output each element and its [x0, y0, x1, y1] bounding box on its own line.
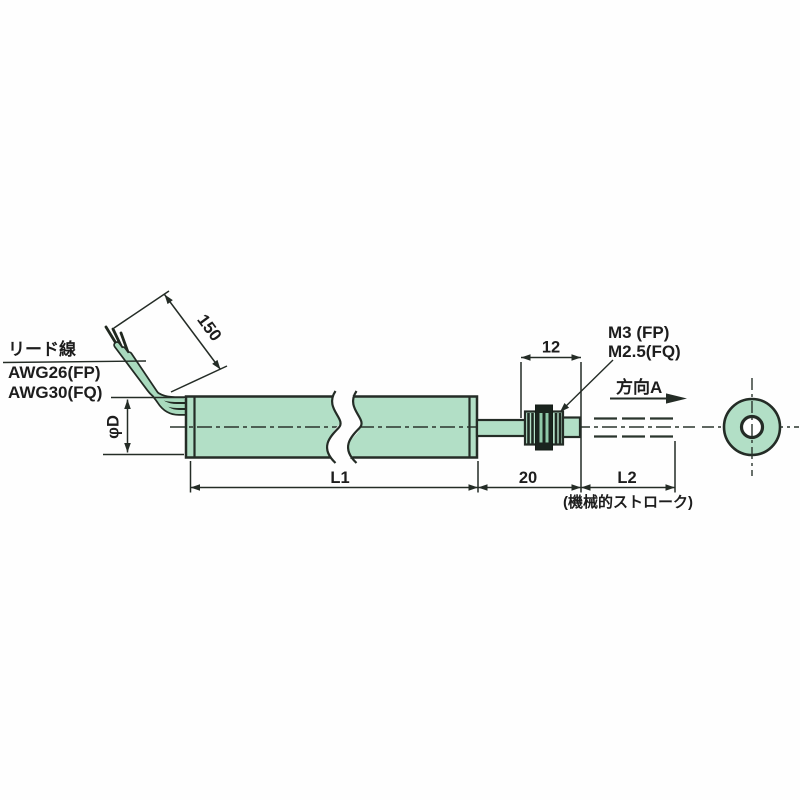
dim-diameter-label: φD [105, 415, 123, 439]
nut-highlight [539, 413, 543, 443]
end-view [702, 378, 799, 476]
dim-wire-length: 150 [113, 290, 228, 393]
stroke-phantom-lines [594, 417, 675, 438]
dim-body-length-label: L1 [330, 469, 349, 487]
direction-callout: 方向A [610, 377, 687, 404]
dim-shaft-length-label: 20 [519, 469, 537, 487]
shaft [475, 418, 527, 438]
dim-thread-length: 12 [520, 339, 582, 493]
break-symbol [325, 385, 363, 470]
lead-wire-callout: リード線 AWG26(FP) AWG30(FQ) [2, 339, 147, 402]
break-curve-left [325, 390, 342, 464]
nut-highlight [545, 413, 549, 443]
thread-spec-fp-label: M3 (FP) [608, 323, 669, 342]
wire-core [127, 353, 194, 414]
shaft-tip [561, 416, 582, 439]
stroke-note-label: (機械的ストローク) [563, 493, 693, 511]
leader-line [2, 360, 147, 364]
hex-nut [535, 404, 553, 451]
dim-stroke-length-label: L2 [617, 469, 636, 487]
thread-spec-fq-label: M2.5(FQ) [608, 342, 681, 361]
break-curve-right [346, 390, 363, 464]
probe-shaft-assembly [475, 404, 582, 451]
leader-line [559, 359, 614, 413]
lead-wires [104, 325, 196, 416]
dim-diameter: φD [103, 396, 184, 456]
dim-thread-length-label: 12 [542, 339, 560, 357]
dimension-line [163, 294, 222, 370]
direction-arrow-head [666, 393, 687, 404]
lead-wire-label: リード線 [8, 339, 76, 359]
break-gap [328, 385, 361, 470]
lead-wire-spec-fq-label: AWG30(FQ) [8, 383, 102, 402]
extension-line [170, 365, 228, 393]
thread-spec-callout: M3 (FP) M2.5(FQ) [559, 323, 681, 413]
lead-wire-spec-fp-label: AWG26(FP) [8, 363, 101, 382]
extension-line [113, 290, 170, 329]
dim-lengths-bottom: L1 20 L2 (機械的ストローク) [189, 441, 693, 511]
direction-label: 方向A [616, 377, 662, 397]
